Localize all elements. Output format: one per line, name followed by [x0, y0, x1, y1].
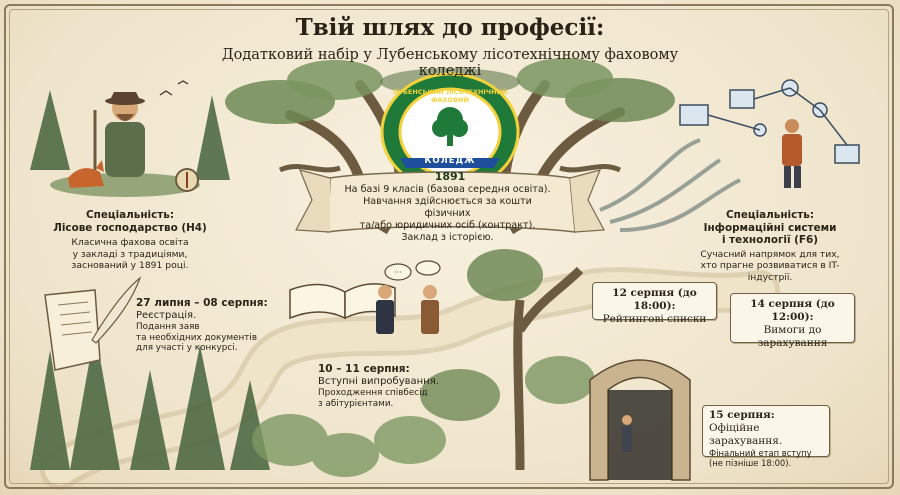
- step-enrollment-card: 15 серпня: Офіційне зарахування. Фінальн…: [702, 405, 830, 468]
- it-worker-icon: [782, 119, 802, 188]
- step-rating-card: 12 серпня (до 18:00): Рейтингові списки: [592, 282, 717, 325]
- specialty-it-text-2: хто прагне розвиватися в IT-індустрії.: [700, 260, 840, 283]
- specialty-forestry-heading: Спеціальність:: [86, 209, 174, 221]
- step-enrollment-title: Офіційне зарахування.: [709, 422, 783, 447]
- step-exams-title: Вступні випробування.: [318, 376, 439, 387]
- step-requirements-card: 14 серпня (до 12:00): Вимоги до зарахува…: [730, 293, 855, 349]
- right-tree-icon: [420, 249, 595, 471]
- specialty-it: Спеціальність: Інформаційні системи і те…: [685, 209, 855, 283]
- step-exams-date: 10 – 11 серпня:: [318, 363, 410, 375]
- step-rating-date: 12 серпня (до 18:00):: [612, 287, 697, 312]
- emblem-banner-text: КОЛЕДЖ: [424, 156, 476, 166]
- emblem-arc-text: ЛУБЕНСЬКИЙ ЛІСОТЕХНІЧНИЙ ФАХОВИЙ: [392, 88, 508, 104]
- step-enrollment-date: 15 серпня:: [709, 409, 775, 421]
- it-network-icon: [679, 79, 860, 164]
- specialty-forestry-text-1: Класична фахова освіта: [71, 237, 189, 248]
- specialty-forestry-text-2: у закладі з традиціями,: [72, 248, 188, 260]
- specialty-it-name-2: і технології (F6): [721, 234, 818, 246]
- step-exams-desc-1: Проходження співбесід: [318, 388, 428, 398]
- step-rating-title: Рейтингові списки: [602, 313, 707, 325]
- inner-frame: [9, 9, 889, 484]
- step-registration: 27 липня – 08 серпня: Реєстрація. Поданн…: [136, 297, 286, 354]
- step-enrollment-desc-2: (не пізніше 18:00).: [709, 458, 792, 468]
- left-forest-icon: [30, 90, 270, 470]
- arch-gate-icon: [589, 359, 691, 481]
- specialty-it-text-1: Сучасний напрямок для тих,: [700, 248, 840, 260]
- step-registration-date: 27 липня – 08 серпня:: [136, 297, 268, 309]
- compass-icon: [175, 168, 199, 192]
- specialty-it-heading: Спеціальність:: [726, 209, 814, 221]
- step-requirements-title-2: зарахування: [757, 337, 828, 349]
- ribbon-text: На базі 9 класів (базова середня освіта)…: [340, 184, 555, 244]
- step-registration-title: Реєстрація.: [136, 310, 197, 321]
- specialty-forestry-text-3: заснований у 1891 році.: [71, 260, 189, 271]
- step-exams: 10 – 11 серпня: Вступні випробування. Пр…: [318, 363, 453, 409]
- step-enrollment-desc-1: Фінальний етап вступу: [709, 448, 812, 458]
- step-registration-desc-2: та необхідних документів: [136, 332, 258, 343]
- step-requirements-title-1: Вимоги до: [763, 324, 822, 336]
- ribbon-line-3: та/або юридичних осіб (контракт).: [359, 220, 536, 231]
- outer-frame: [4, 4, 894, 489]
- quill-icon: [91, 276, 142, 344]
- bird-icon: [159, 80, 189, 96]
- step-exams-desc-2: з абітурієнтами.: [318, 398, 394, 409]
- svg-text:···: ···: [394, 268, 402, 277]
- step-registration-desc-1: Подання заяв: [136, 322, 200, 332]
- scroll-icon: [44, 289, 101, 371]
- walking-person-icon: [622, 415, 632, 452]
- ribbon-line-4: Заклад з історією.: [401, 232, 494, 243]
- people-talking-icon: [376, 285, 439, 334]
- page-subtitle: Додатковий набір у Лубенському лісотехні…: [221, 47, 679, 79]
- page-title: Твій шлях до професії:: [295, 14, 605, 41]
- fox-icon: [68, 160, 104, 188]
- emblem-year: 1891: [434, 170, 466, 183]
- speech-bubble-icon: ···: [384, 260, 441, 281]
- step-registration-desc-3: для участі у конкурсі.: [136, 343, 238, 353]
- specialty-forestry-name: Лісове господарство (Н4): [53, 221, 207, 234]
- specialty-it-name-1: Інформаційні системи: [703, 221, 837, 234]
- step-requirements-date: 14 серпня (до 12:00):: [750, 298, 835, 323]
- specialty-forestry: Спеціальність: Лісове господарство (Н4) …: [50, 209, 210, 272]
- ribbon-line-1: На базі 9 класів (базова середня освіта)…: [344, 184, 551, 195]
- ribbon-line-2: Навчання здійснюється за кошти фізичних: [363, 196, 532, 219]
- roots-icon: [599, 138, 741, 232]
